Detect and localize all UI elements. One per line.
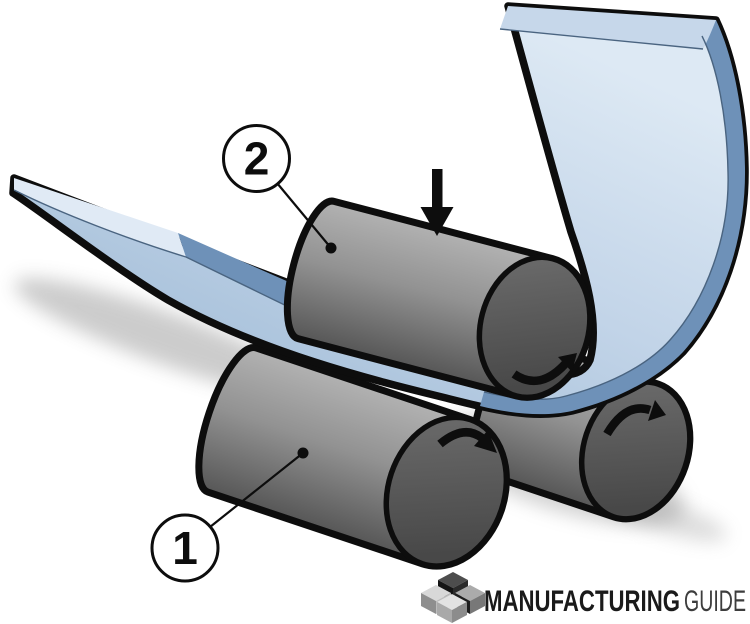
callout-1-circle: [150, 513, 220, 583]
logo-cubes-icon: [421, 572, 485, 623]
logo-cube-bottom: [437, 594, 467, 623]
callout-1-dot: [297, 447, 309, 459]
rotation-arrow-bottom-left-roller: [437, 428, 497, 453]
cube-face-right: [470, 593, 485, 614]
callout-2-dot: [325, 242, 337, 254]
rotation-arc: [511, 360, 570, 386]
cube-face-left: [437, 602, 452, 623]
bottom-left-roller-face: [383, 414, 510, 569]
rotation-arc: [437, 428, 485, 448]
rotation-arrow-top-roller: [511, 353, 577, 386]
sheet-top-edge-strip: [500, 6, 716, 49]
sheet-top-strip-line: [499, 28, 704, 50]
top-roller: [283, 197, 594, 401]
rotation-arrow-head: [648, 400, 666, 421]
force-arrow: [420, 169, 454, 236]
rotation-arrows: [437, 353, 666, 453]
rotation-arc: [603, 404, 652, 437]
sheet-edge-inner-line: [483, 35, 729, 400]
cube-face-right: [452, 602, 467, 623]
logo: MANUFACTURING GUIDE: [421, 572, 746, 623]
callout-2-leader: [276, 182, 332, 249]
bottom-left-roller: [195, 344, 510, 570]
callout-1-leader: [209, 452, 304, 528]
rotation-arrow-bottom-right-roller: [603, 400, 666, 437]
bottom-right-roller-face: [578, 379, 693, 522]
sheet-right-edge-band: [480, 20, 746, 415]
force-arrow-head: [420, 207, 454, 236]
rotation-arrow-head: [558, 353, 577, 372]
callout-2-circle: [222, 124, 291, 193]
callout-2: 2: [222, 124, 337, 254]
callout-1-number: 1: [172, 522, 198, 574]
rotation-arrow-head: [474, 430, 497, 453]
logo-text-guide: GUIDE: [684, 585, 746, 618]
logo-text-manufacturing: MANUFACTURING: [484, 585, 680, 618]
sheet-top-face-highlight: [14, 178, 186, 257]
force-arrow-shaft: [432, 169, 443, 211]
callout-2-number: 2: [244, 133, 270, 185]
sheet-tip-fold-line: [13, 189, 187, 258]
callout-1: 1: [150, 447, 309, 583]
cube-face-left: [421, 593, 436, 614]
